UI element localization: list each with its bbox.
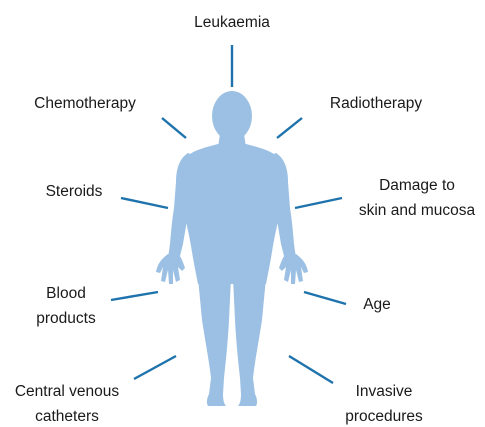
label-age: Age [363,296,391,313]
label-steroids: Steroids [46,183,103,200]
label-invasive-line-2: procedures [345,408,423,425]
label-blood-line-1: Blood [46,285,86,302]
connector-damage [295,198,342,208]
connector-blood-products [111,292,158,300]
figure-torso [181,144,284,284]
connector-chemotherapy [162,118,186,138]
label-blood-line-2: products [36,310,96,327]
connector-central-venous [134,356,176,379]
connector-radiotherapy [277,118,302,138]
label-damage-line-1: Damage to [379,177,455,194]
label-central-line-1: Central venous [15,383,120,400]
figure-right-hand [279,254,308,284]
figure-left-leg [198,278,231,406]
label-radiotherapy: Radiotherapy [330,95,422,112]
connector-steroids [121,198,168,208]
connector-invasive [289,356,333,383]
label-chemotherapy: Chemotherapy [34,95,136,112]
label-central-line-2: catheters [35,408,99,425]
connector-age [304,292,346,304]
label-damage-line-2: skin and mucosa [359,202,476,219]
human-body-figure [156,91,308,406]
label-leukaemia: Leukaemia [194,14,270,31]
label-invasive-line-1: Invasive [356,383,413,400]
figure-right-leg [233,278,266,406]
figure-left-hand [156,254,185,284]
figure-head [212,91,252,141]
